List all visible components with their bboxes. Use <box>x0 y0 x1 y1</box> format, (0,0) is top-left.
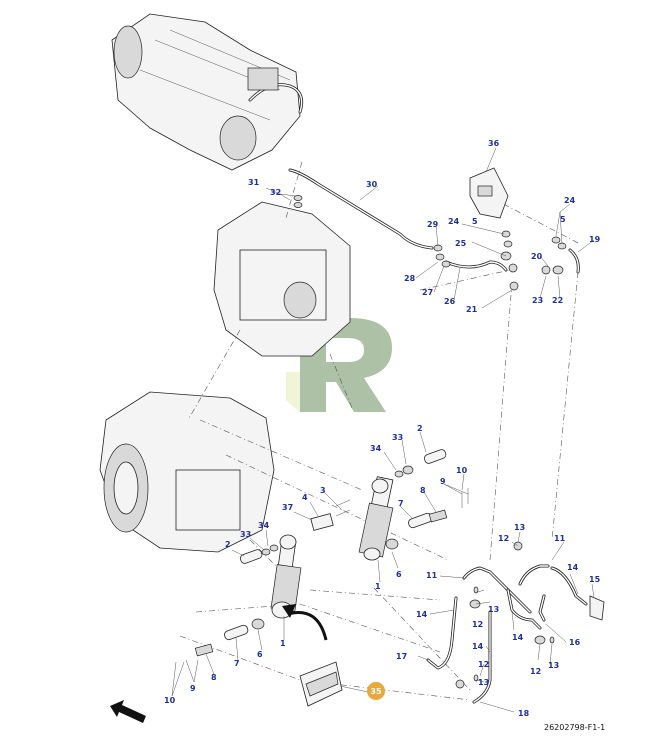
callout-27[interactable]: 27 <box>422 288 433 297</box>
callout-6-left[interactable]: 6 <box>257 650 263 659</box>
callout-5-upper-right[interactable]: 5 <box>560 215 566 224</box>
callout-14-lower[interactable]: 14 <box>472 642 484 651</box>
front-arrow-icon <box>110 700 146 723</box>
callout-9-right[interactable]: 9 <box>440 477 446 486</box>
callout-labels: 30 31 32 36 29 24 5 25 28 27 26 21 20 24… <box>164 139 601 718</box>
fittings-20-22-23 <box>541 265 564 275</box>
pins-and-bushes-right <box>385 449 469 550</box>
callout-21[interactable]: 21 <box>466 305 478 314</box>
callout-33-left[interactable]: 33 <box>240 530 251 539</box>
callout-16[interactable]: 16 <box>569 638 581 647</box>
callout-25[interactable]: 25 <box>455 239 467 248</box>
callout-34-right[interactable]: 34 <box>370 444 382 453</box>
callout-5-upper-left[interactable]: 5 <box>472 217 478 226</box>
callout-14-middle[interactable]: 14 <box>512 633 524 642</box>
pipe-26 <box>444 260 508 272</box>
callout-2-right[interactable]: 2 <box>417 424 423 433</box>
callout-30[interactable]: 30 <box>366 180 378 189</box>
callout-7-right[interactable]: 7 <box>398 499 404 508</box>
callout-9-left[interactable]: 9 <box>190 684 196 693</box>
callout-31[interactable]: 31 <box>248 178 260 187</box>
callout-12-lower-middle[interactable]: 12 <box>478 660 489 669</box>
callout-6-right[interactable]: 6 <box>396 570 402 579</box>
fittings-27-28-29 <box>433 244 451 268</box>
callout-22[interactable]: 22 <box>552 296 563 305</box>
pins-and-bushes-left <box>194 499 351 657</box>
callout-17[interactable]: 17 <box>396 652 407 661</box>
callout-12-upper[interactable]: 12 <box>498 534 509 543</box>
callout-19[interactable]: 19 <box>589 235 601 244</box>
callout-7-left[interactable]: 7 <box>234 659 240 668</box>
valve-block-36 <box>469 167 509 219</box>
callout-2-left[interactable]: 2 <box>225 540 231 549</box>
callout-8-right[interactable]: 8 <box>420 486 426 495</box>
callout-12-lower-right[interactable]: 12 <box>530 667 541 676</box>
callout-15[interactable]: 15 <box>589 575 601 584</box>
callout-26[interactable]: 26 <box>444 297 456 306</box>
callout-14-right[interactable]: 14 <box>567 563 579 572</box>
figure-code: 26202798-F1-1 <box>544 723 605 732</box>
lift-pipe-30 <box>288 168 434 250</box>
fitting-32 <box>293 195 303 208</box>
callout-23[interactable]: 23 <box>532 296 543 305</box>
callout-13-lower-right[interactable]: 13 <box>548 661 559 670</box>
callout-13-lower-middle[interactable]: 13 <box>478 678 489 687</box>
callout-10-left[interactable]: 10 <box>164 696 176 705</box>
alignment-lines <box>179 161 581 701</box>
callout-4[interactable]: 4 <box>302 493 308 502</box>
callout-24-upper-right[interactable]: 24 <box>564 196 576 205</box>
callout-29[interactable]: 29 <box>427 220 439 229</box>
decal-sticker-icon <box>282 604 343 707</box>
callout-28[interactable]: 28 <box>404 274 416 283</box>
callout-36[interactable]: 36 <box>488 139 500 148</box>
callout-1-left[interactable]: 1 <box>280 639 286 648</box>
transmission-assembly-middle <box>213 201 351 357</box>
callout-1-right[interactable]: 1 <box>375 582 381 591</box>
callout-37[interactable]: 37 <box>282 503 293 512</box>
callout-13-upper[interactable]: 13 <box>514 523 525 532</box>
callout-11-left[interactable]: 11 <box>426 571 438 580</box>
leader-lines <box>171 147 595 713</box>
pipe-19 <box>568 248 580 274</box>
callout-35-badge <box>367 682 385 700</box>
callout-10-right[interactable]: 10 <box>456 466 468 475</box>
callout-12-middle[interactable]: 12 <box>472 620 483 629</box>
callout-14-left[interactable]: 14 <box>416 610 428 619</box>
callout-34-left[interactable]: 34 <box>258 521 270 530</box>
callout-35[interactable]: 35 <box>370 687 382 696</box>
transmission-assembly-bottom <box>99 391 275 553</box>
callout-33-right[interactable]: 33 <box>392 433 403 442</box>
callout-24-upper-left[interactable]: 24 <box>448 217 460 226</box>
lift-cylinder-left <box>270 534 302 619</box>
callout-11-right[interactable]: 11 <box>554 534 566 543</box>
callout-20[interactable]: 20 <box>531 252 543 261</box>
transmission-assembly-top <box>111 13 304 171</box>
callout-8-left[interactable]: 8 <box>211 673 217 682</box>
callout-18[interactable]: 18 <box>518 709 530 718</box>
lift-cylinder-right <box>358 476 394 561</box>
callout-32[interactable]: 32 <box>270 188 281 197</box>
callout-13-middle[interactable]: 13 <box>488 605 499 614</box>
hoses-lower <box>426 564 605 704</box>
callout-3[interactable]: 3 <box>320 486 326 495</box>
